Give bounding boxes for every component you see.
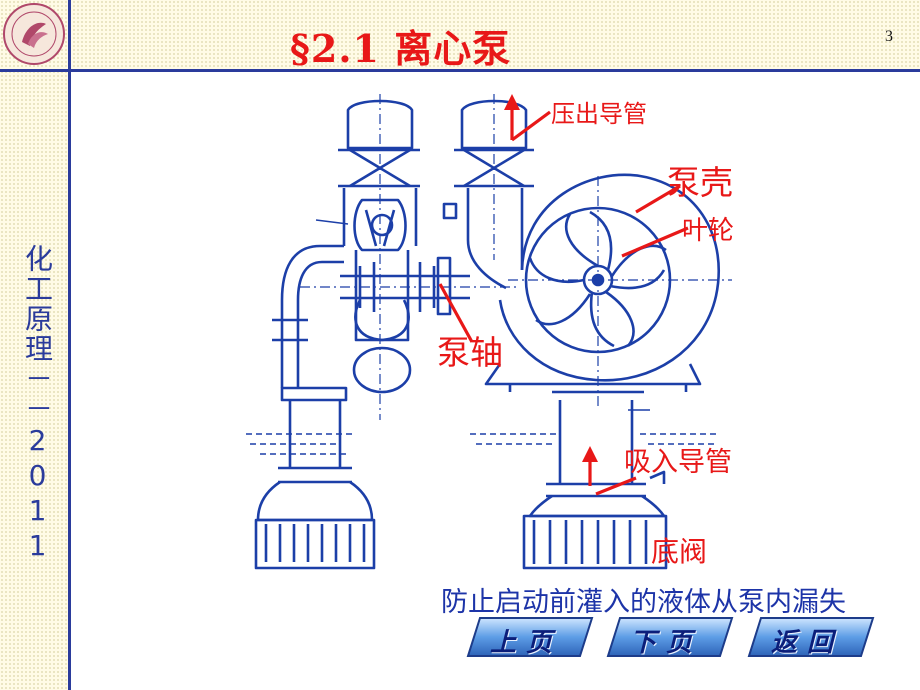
header-divider [0, 69, 920, 72]
prev-button-shape-icon [466, 617, 594, 657]
label-pump-casing: 泵壳 [667, 163, 733, 202]
label-pump-shaft: 泵轴 [437, 333, 503, 372]
slide-title: §2.1 离心泵 [290, 26, 512, 71]
prev-button-label: 上页 [489, 628, 562, 658]
label-discharge-pipe: 压出导管 [551, 100, 647, 128]
sidebar-band [0, 70, 70, 690]
side-course-label: 化工原理－－2011 [21, 244, 54, 564]
next-button-label: 下页 [629, 628, 702, 658]
back-button-label: 返回 [770, 628, 843, 658]
label-foot-valve: 底阀 [651, 535, 708, 568]
next-button-shape-icon [606, 617, 734, 657]
next-page-button[interactable]: 下页 [606, 616, 734, 658]
back-button[interactable]: 返回 [747, 616, 875, 658]
page-number: 3 [885, 28, 893, 45]
header-band [0, 0, 920, 70]
label-impeller: 叶轮 [682, 216, 735, 246]
sidebar-divider [68, 0, 71, 690]
label-suction-pipe: 吸入导管 [624, 447, 732, 478]
prev-page-button[interactable]: 上页 [466, 616, 594, 658]
diagram-caption: 防止启动前灌入的液体从泵内漏失 [441, 587, 846, 618]
back-button-shape-icon [747, 617, 875, 657]
university-logo-icon [3, 3, 65, 65]
